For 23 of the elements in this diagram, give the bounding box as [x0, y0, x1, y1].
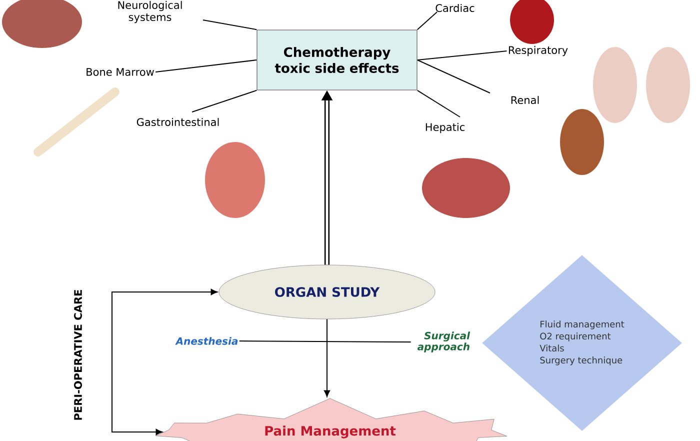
connector-line	[192, 90, 258, 112]
bracket-arrow	[112, 288, 218, 356]
connector-line	[416, 90, 460, 118]
bracket-label: PERI-OPERATIVE CARE	[74, 290, 82, 420]
organ-label: Bone Marrow	[86, 68, 154, 76]
process-box: Chemotherapy toxic side effects	[256, 30, 418, 90]
organ-label: Cardiac	[436, 4, 474, 12]
arrow	[324, 318, 330, 397]
organ-label: Neurological systems	[118, 0, 182, 24]
side-label: Surgical approach	[418, 332, 470, 352]
side-label: Anesthesia	[175, 337, 238, 345]
connector-line	[416, 12, 438, 30]
connector-line	[202, 20, 258, 30]
crossing-line	[238, 340, 412, 342]
connector-line	[155, 60, 258, 72]
organ-label: Hepatic	[426, 122, 464, 134]
organ-label: Renal	[511, 96, 539, 104]
pain-starburst: Pain Management	[155, 398, 508, 441]
organ-label: Gastrointestinal	[136, 118, 219, 126]
bracket-arrow	[112, 356, 162, 436]
organ-label: Respiratory	[508, 46, 568, 56]
connector-line	[416, 60, 490, 94]
connector-line	[416, 50, 508, 60]
